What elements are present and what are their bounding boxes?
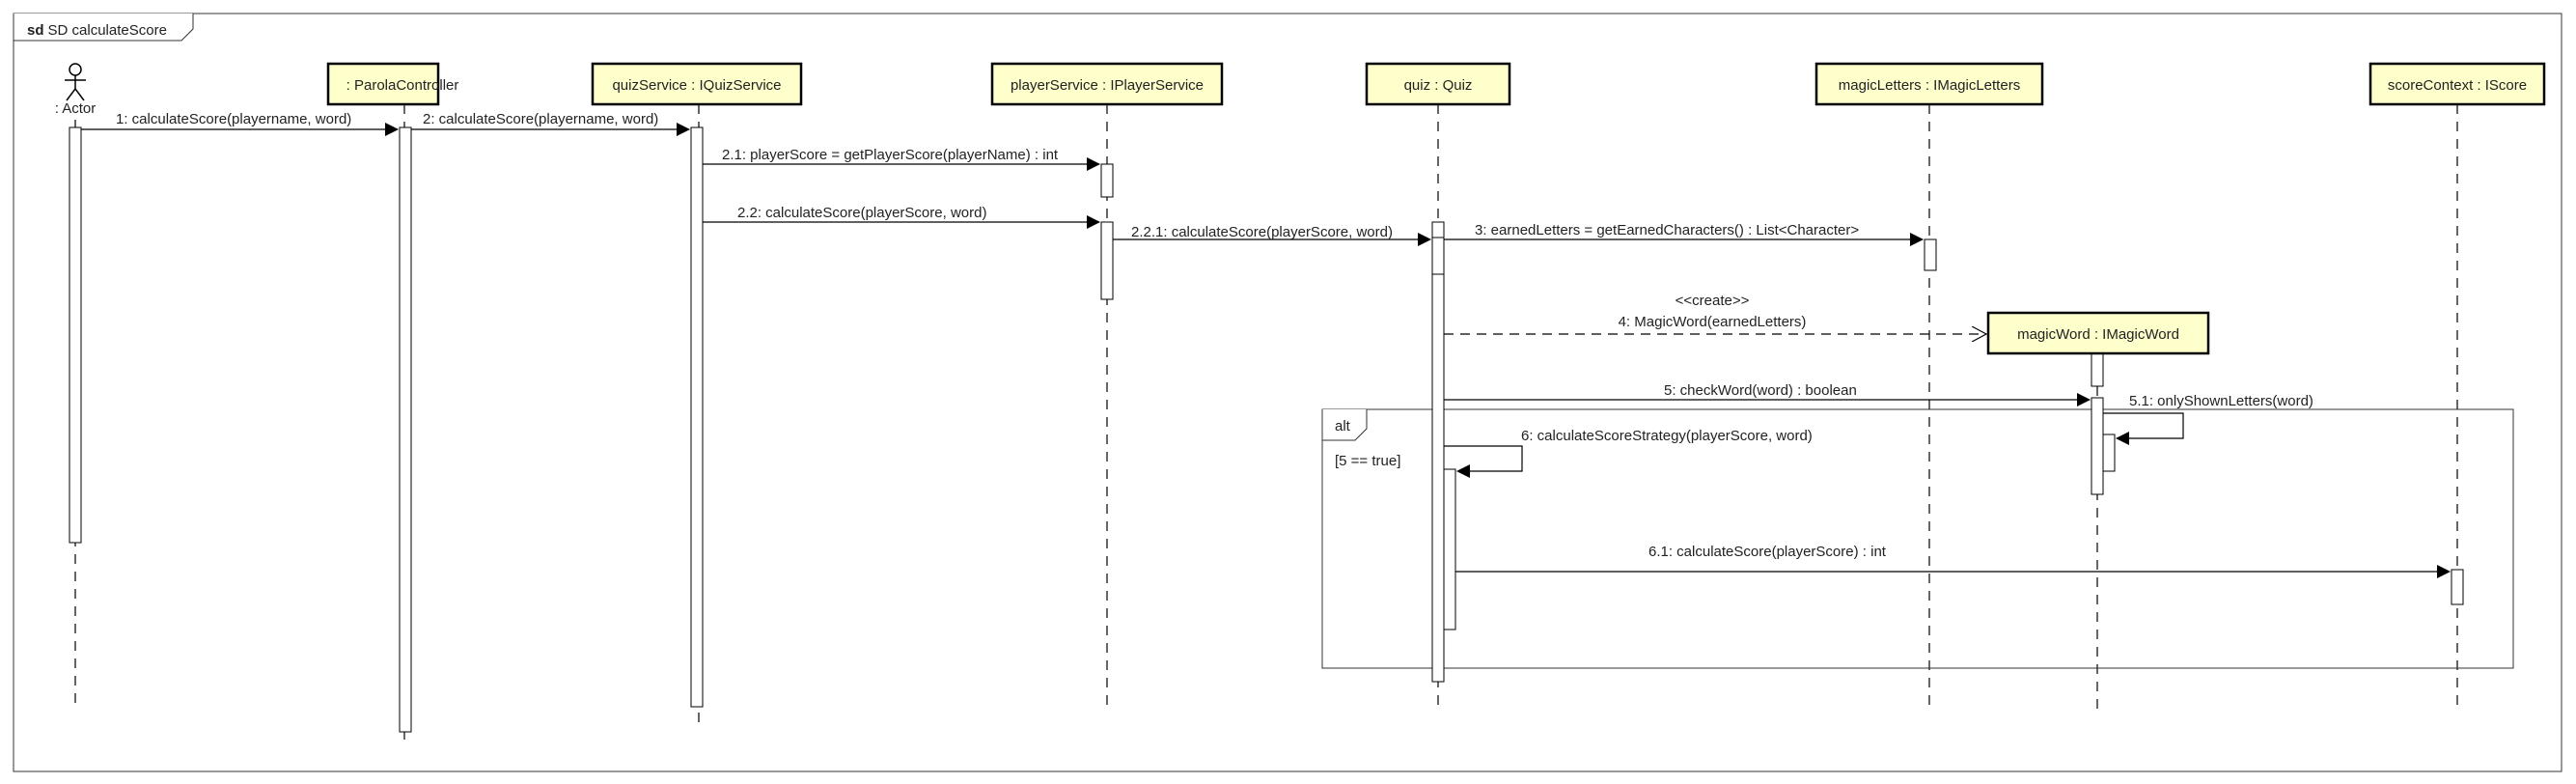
actor-head (69, 63, 82, 76)
svg-text:scoreContext : IScore: scoreContext : IScore (2388, 77, 2527, 94)
activation-magicletters (1924, 238, 1937, 271)
activation-parola (399, 126, 412, 733)
message-6-label: 6: calculateScoreStrategy(playerScore, w… (1521, 428, 1813, 444)
activation-quizservice (690, 126, 704, 708)
activation-quiz (1431, 221, 1445, 683)
activation-magicword-2 (2091, 397, 2104, 495)
message-labels: 1: calculateScore(playername, word) 2: c… (116, 111, 2313, 560)
svg-text:quizService : IQuizService: quizService : IQuizService (612, 77, 781, 94)
message-2-2-label: 2.2: calculateScore(playerScore, word) (737, 205, 986, 221)
participant-playerservice: playerService : IPlayerService (990, 62, 1224, 106)
activation-playerservice-2 (1100, 221, 1114, 300)
message-2-2-1-label: 2.2.1: calculateScore(playerScore, word) (1131, 224, 1393, 240)
svg-text:magicWord : IMagicWord: magicWord : IMagicWord (2017, 326, 2179, 343)
activation-playerservice-1 (1100, 163, 1114, 198)
alt-guard: [5 == true] (1335, 453, 1400, 469)
participant-magicletters: magicLetters : IMagicLetters (1814, 62, 2044, 106)
activation-magicword-1 (2091, 352, 2104, 387)
message-5-label: 5: checkWord(word) : boolean (1664, 382, 1857, 399)
svg-text:playerService : IPlayerService: playerService : IPlayerService (1011, 77, 1204, 94)
message-2-label: 2: calculateScore(playername, word) (423, 111, 658, 127)
message-5-1-arrow (2103, 412, 2184, 445)
message-1-label: 1: calculateScore(playername, word) (116, 111, 351, 127)
create-stereotype: <<create>> (1676, 293, 1750, 309)
activation-actor (69, 126, 82, 544)
activation-scorecontext (2451, 569, 2464, 605)
message-6-1-label: 6.1: calculateScore(playerScore) : int (1648, 544, 1887, 560)
svg-text:: ParolaController: : ParolaController (346, 77, 459, 94)
message-3-label: 3: earnedLetters = getEarnedCharacters()… (1475, 222, 1859, 238)
messages (81, 123, 2451, 578)
actor-label: : Actor (55, 100, 97, 117)
alt-fragment: alt [5 == true] (1321, 408, 2514, 669)
participant-parola: : ParolaController (326, 62, 459, 106)
participant-scorecontext: scoreContext : IScore (2368, 62, 2546, 106)
message-4-label: 4: MagicWord(earnedLetters) (1619, 314, 1807, 330)
svg-text:quiz : Quiz: quiz : Quiz (1404, 77, 1473, 94)
participant-quiz: quiz : Quiz (1365, 62, 1511, 106)
activation-magicword-self (2102, 434, 2116, 472)
activation-quiz-inner (1431, 237, 1445, 275)
actor: : Actor (55, 63, 97, 117)
activations (69, 126, 2464, 733)
message-2-1-label: 2.1: playerScore = getPlayerScore(player… (722, 147, 1059, 163)
alt-operator: alt (1335, 418, 1351, 434)
participant-quizservice: quizService : IQuizService (591, 62, 803, 106)
participant-magicword: magicWord : IMagicWord (1986, 311, 2210, 355)
message-6-arrow (1444, 445, 1523, 478)
svg-text:magicLetters : IMagicLetters: magicLetters : IMagicLetters (1839, 77, 2020, 94)
message-5-1-label: 5.1: onlyShownLetters(word) (2129, 393, 2313, 409)
activation-quiz-self (1443, 468, 1456, 630)
